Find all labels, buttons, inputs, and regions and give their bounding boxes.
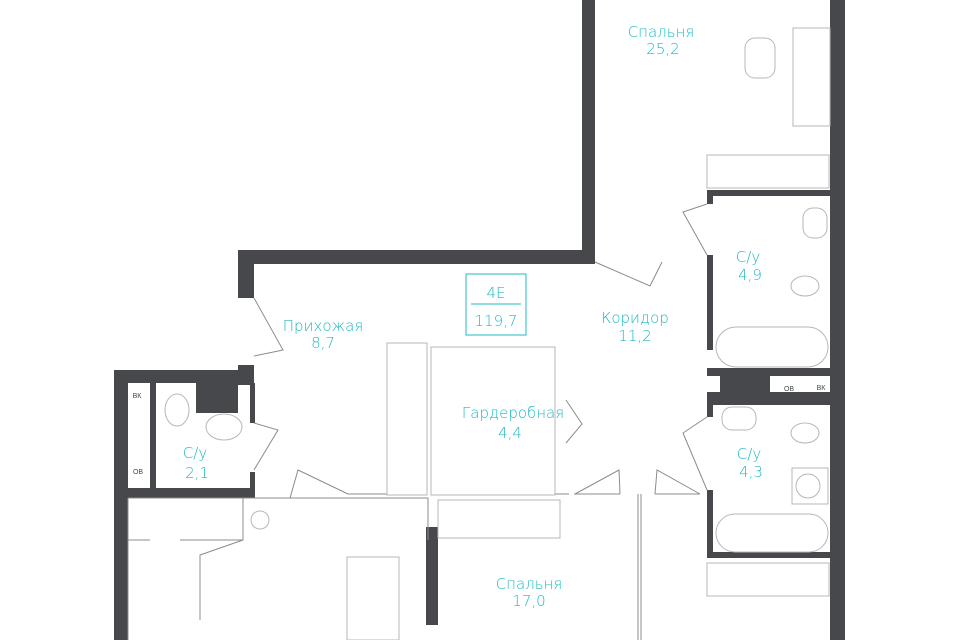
svg-text:С/у: С/у — [737, 445, 762, 463]
svg-text:С/у: С/у — [736, 248, 761, 266]
svg-text:4,4: 4,4 — [498, 424, 522, 442]
apartment-total-area: 119,7 — [475, 312, 518, 330]
shaft-tag-vk: ВК — [817, 385, 827, 392]
room-label-bathroom-2: С/у 4,3 — [737, 445, 763, 481]
svg-text:Спальня: Спальня — [628, 23, 695, 41]
svg-text:17,0: 17,0 — [512, 592, 545, 610]
room-label-bathroom-1: С/у 4,9 — [736, 248, 762, 284]
room-label-bedroom-2: Спальня 17,0 — [496, 575, 563, 610]
svg-text:4,3: 4,3 — [739, 463, 763, 481]
svg-text:8,7: 8,7 — [311, 334, 335, 352]
apartment-type: 4E — [486, 284, 505, 302]
svg-text:Спальня: Спальня — [496, 575, 563, 593]
shaft-tag-ov: ОВ — [784, 386, 794, 393]
wardrobe-racks — [386, 27, 831, 597]
svg-text:2,1: 2,1 — [185, 464, 209, 482]
walls — [114, 0, 845, 640]
svg-text:25,2: 25,2 — [646, 40, 679, 58]
svg-text:Прихожая: Прихожая — [283, 317, 363, 335]
room-label-hallway: Прихожая 8,7 — [283, 317, 363, 352]
room-label-bedroom-1: Спальня 25,2 — [628, 23, 695, 58]
svg-text:11,2: 11,2 — [618, 327, 651, 345]
shaft-tag-ov: ОВ — [133, 469, 143, 476]
apartment-badge: 4E 119,7 — [465, 273, 527, 336]
fixtures — [164, 37, 829, 640]
room-label-corridor: Коридор 11,2 — [601, 309, 669, 345]
room-label-bathroom-3: С/у 2,1 — [183, 444, 209, 482]
shaft-tag-vk: ВК — [133, 393, 143, 400]
svg-text:Коридор: Коридор — [601, 309, 669, 327]
svg-text:С/у: С/у — [183, 444, 208, 462]
svg-text:4,9: 4,9 — [738, 266, 762, 284]
svg-text:Гардеробная: Гардеробная — [462, 404, 564, 422]
room-label-wardrobe: Гардеробная 4,4 — [462, 404, 564, 442]
